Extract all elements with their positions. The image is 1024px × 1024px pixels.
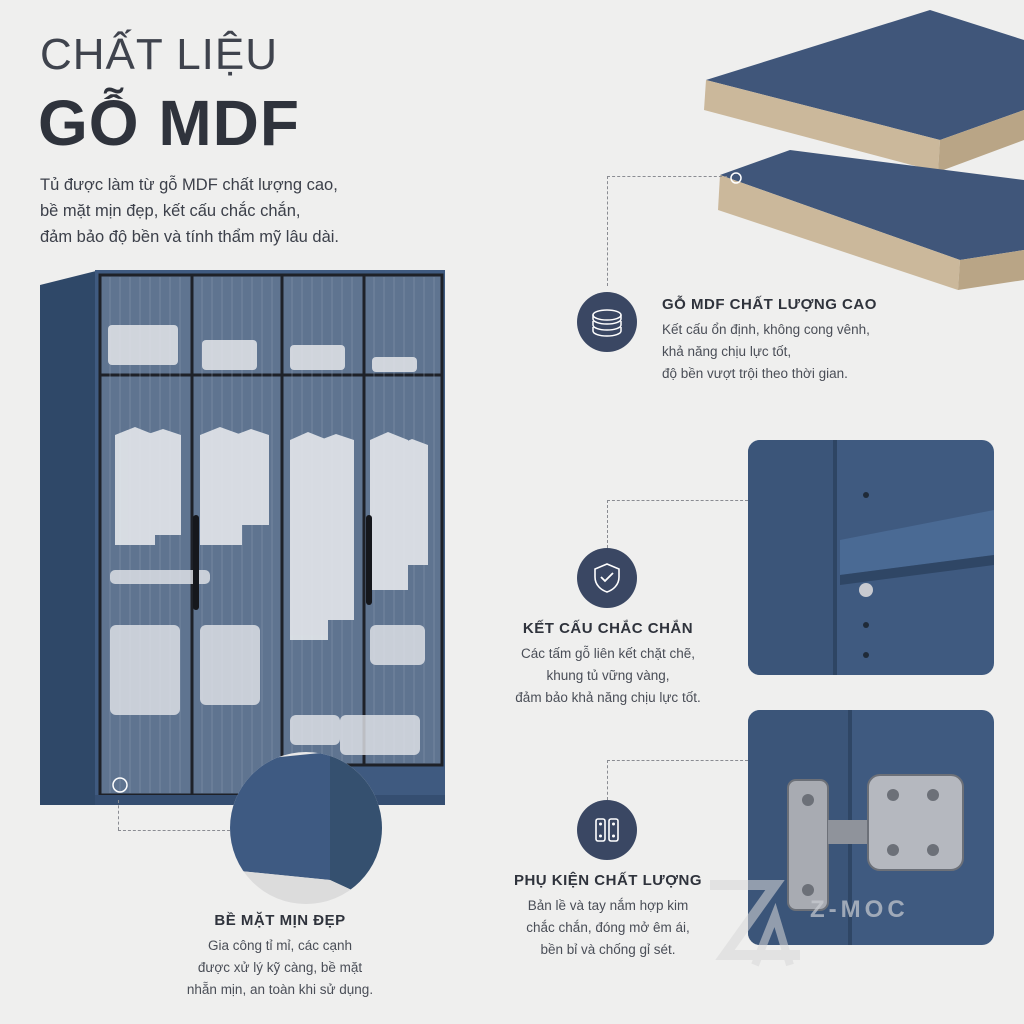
connector-line	[607, 760, 748, 761]
shield-check-icon	[577, 548, 637, 608]
feature-text: nhẵn mịn, an toàn khi sử dụng.	[186, 982, 374, 997]
connector-line	[607, 500, 748, 501]
connector-line	[118, 800, 119, 830]
surface-closeup-image	[230, 752, 382, 904]
heading-title: GỖ MDF	[38, 87, 300, 159]
mdf-boards-image	[704, 10, 1024, 290]
feature-hardware: PHỤ KIỆN CHẤT LƯỢNG Bản lề và tay nắm hợ…	[470, 872, 746, 961]
feature-text: Kết cấu ổn định, không cong vênh,	[662, 322, 870, 337]
feature-title: PHỤ KIỆN CHẤT LƯỢNG	[513, 872, 703, 889]
feature-text: Bản lề và tay nắm hợp kim	[527, 898, 689, 913]
feature-text: Gia công tỉ mỉ, các cạnh	[207, 938, 353, 953]
connector-line	[607, 176, 608, 286]
intro-text: Tủ được làm từ gỗ MDF chất lượng cao, bề…	[40, 172, 440, 250]
feature-text: bền bỉ và chống gỉ sét.	[540, 942, 676, 957]
structure-photo	[748, 440, 994, 675]
connector-line	[118, 830, 230, 831]
wood-layers-icon	[577, 292, 637, 352]
wardrobe-image	[40, 270, 445, 805]
feature-mdf: GỖ MDF CHẤT LƯỢNG CAO Kết cấu ổn định, k…	[662, 296, 982, 385]
feature-text: khả năng chịu lực tốt,	[662, 344, 792, 359]
feature-title: BỀ MẶT MỊN ĐẸP	[214, 912, 346, 929]
intro-line: đảm bảo độ bền và tính thẩm mỹ lâu dài.	[40, 228, 340, 246]
intro-line: bề mặt mịn đẹp, kết cấu chắc chắn,	[40, 202, 301, 220]
feature-surface: BỀ MẶT MỊN ĐẸP Gia công tỉ mỉ, các cạnh …	[150, 912, 410, 1001]
feature-text: khung tủ vững vàng,	[546, 668, 670, 683]
hinge-icon	[577, 800, 637, 860]
feature-title: KẾT CẤU CHẮC CHẮN	[522, 620, 694, 637]
feature-text: Các tấm gỗ liên kết chặt chẽ,	[520, 646, 696, 661]
brand-logo-watermark	[710, 880, 800, 967]
heading-line1: CHẤT LIỆU	[40, 30, 279, 79]
connector-line	[607, 500, 608, 548]
watermark-text: Z-MOC	[810, 896, 909, 923]
connector-line	[607, 176, 727, 177]
connector-line	[607, 760, 608, 800]
feature-title: GỖ MDF CHẤT LƯỢNG CAO	[662, 296, 877, 313]
feature-text: chắc chắn, đóng mở êm ái,	[526, 920, 690, 935]
feature-text: đảm bảo khả năng chịu lực tốt.	[515, 690, 701, 705]
feature-structure: KẾT CẤU CHẮC CHẮN Các tấm gỗ liên kết ch…	[470, 620, 746, 709]
intro-line: Tủ được làm từ gỗ MDF chất lượng cao,	[40, 176, 338, 194]
feature-text: được xử lý kỹ càng, bề mặt	[197, 960, 363, 975]
feature-text: độ bền vượt trội theo thời gian.	[662, 366, 848, 381]
hinge-photo	[748, 710, 994, 945]
